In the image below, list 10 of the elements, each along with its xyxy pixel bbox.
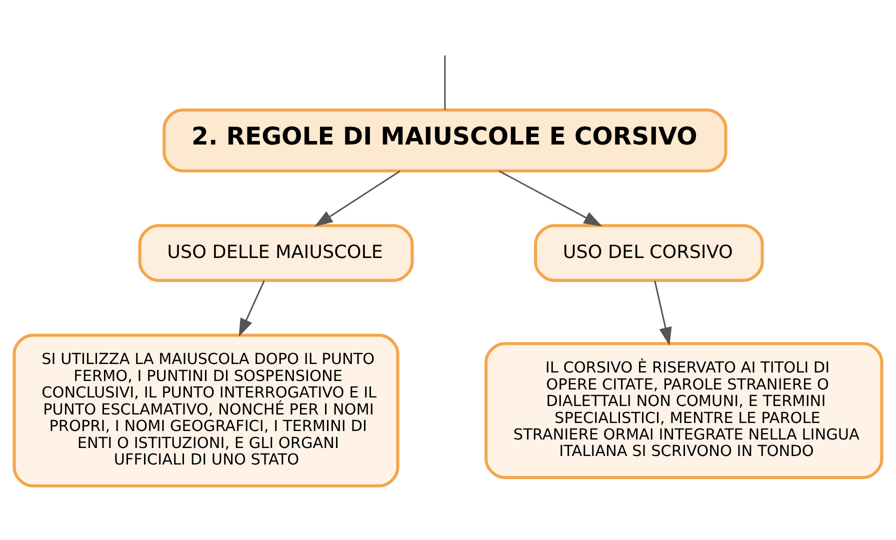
connector: [444, 55, 446, 110]
arrow: [498, 170, 602, 226]
node-box: IL CORSIVO È RISERVATO AI TITOLI DI OPERE CITATE, PAROLE STRANIERE O DIALETTALI NON COMUNI, E TERMINI SPECIALISTICI, MENTRE LE PAROLE STRANIERE ORMAI INTEGRATE NELLA LINGUA ITALIANA SI SCRIVONO IN TONDO: [484, 342, 884, 480]
node-box: 2. REGOLE DI MAIUSCOLE E CORSIVO: [162, 108, 728, 172]
arrow: [238, 280, 265, 337]
node-box: SI UTILIZZA LA MAIUSCOLA DOPO IL PUNTO FERMO, I PUNTINI DI SOSPENSIONE CONCLUSIVI, IL PUNTO INTERROGATIVO E IL PUNTO ESCLAMATIVO, NONCHÉ PER I NOMI PROPRI, I NOMI GEOGRAFICI, I TERMINI DI ENTI O ISTITUZIONI, E GLI ORGANI UFFICIALI DI UNO STATO: [12, 334, 400, 488]
arrow: [314, 170, 401, 227]
arrow: [654, 280, 672, 346]
node-box: USO DELLE MAIUSCOLE: [138, 224, 414, 282]
node-box: USO DEL CORSIVO: [534, 224, 764, 282]
